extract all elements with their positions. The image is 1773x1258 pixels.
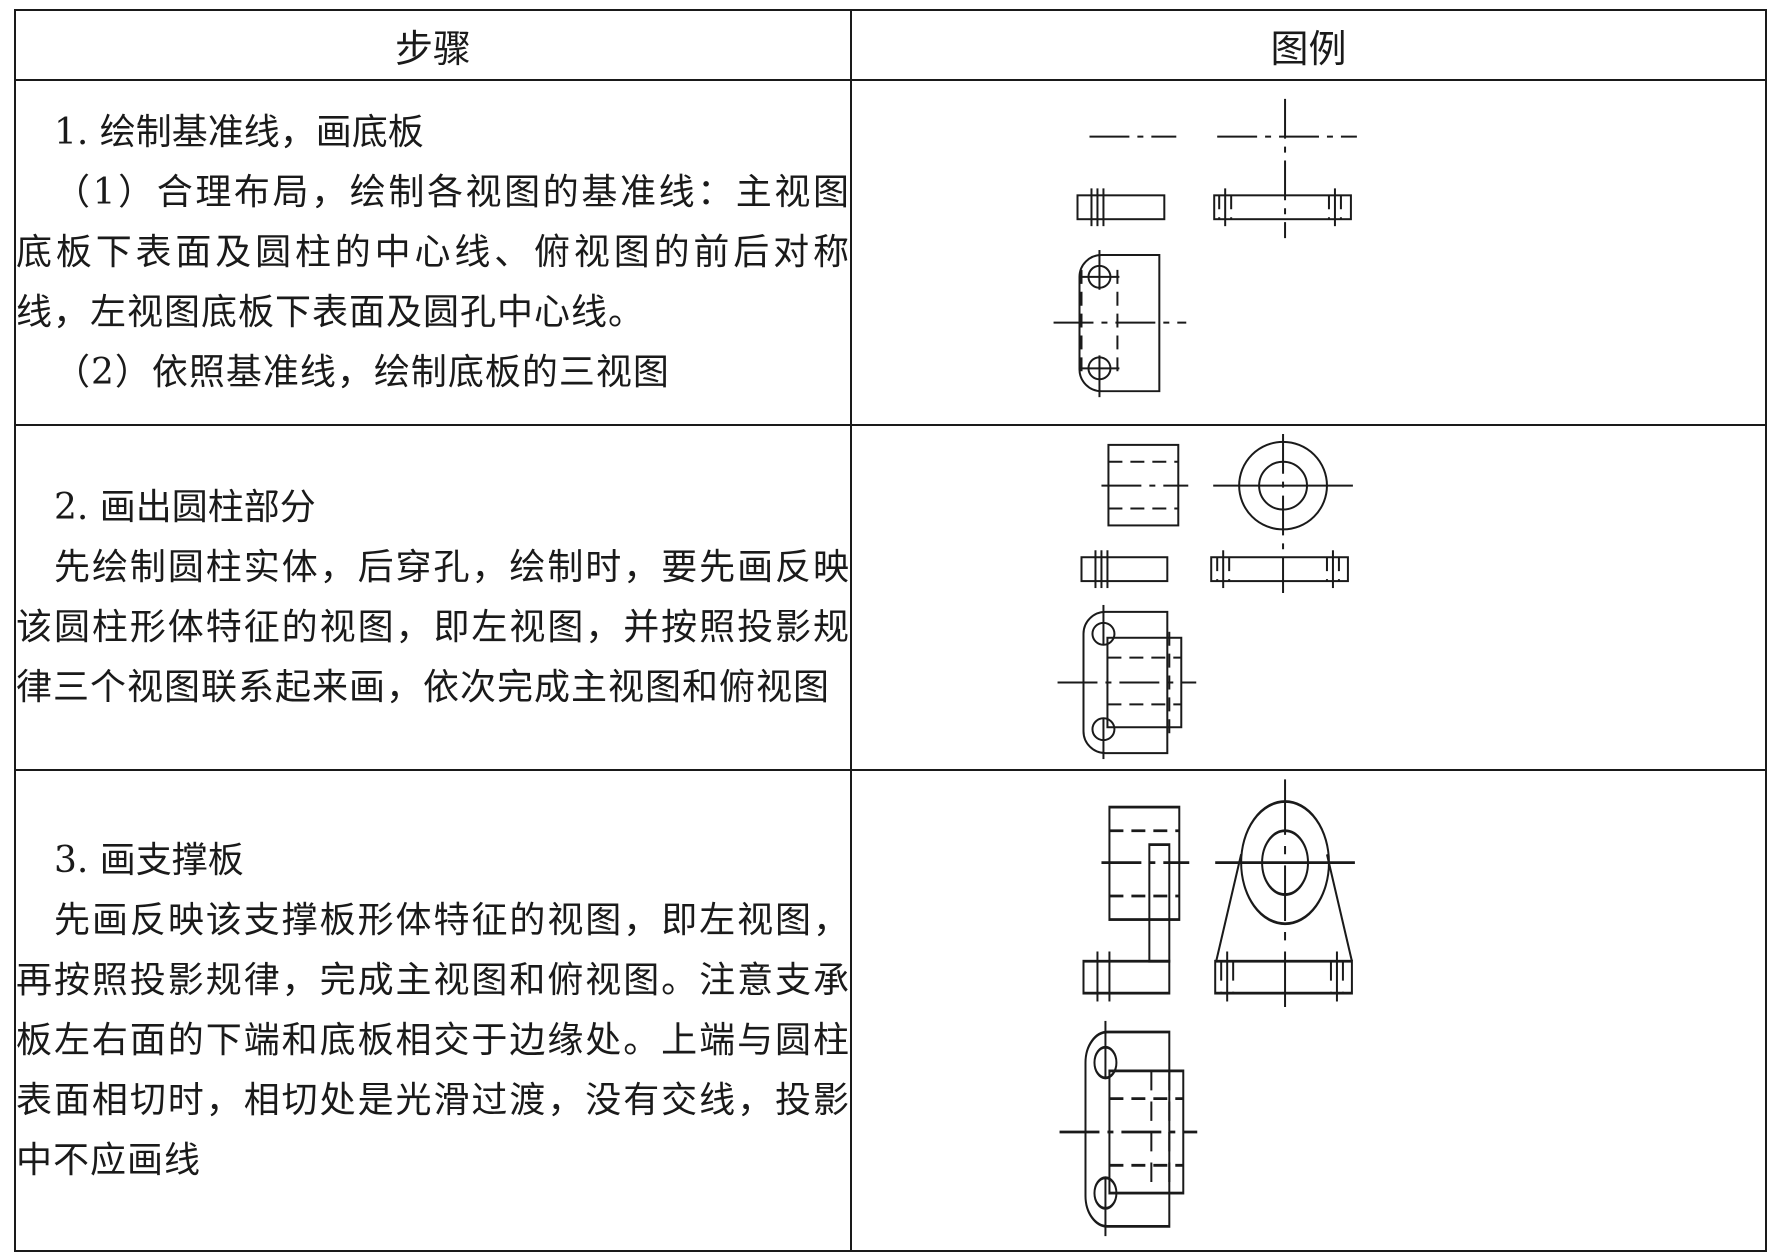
step-2-text: 2. 画出圆柱部分 先绘制圆柱实体，后穿孔，绘制时，要先画反映该圆柱形体特征的视… — [14, 424, 852, 771]
step-1-text: 1. 绘制基准线，画底板 （1）合理布局，绘制各视图的基准线：主视图底板下表面及… — [14, 79, 852, 426]
step-1-para-2: （2）依照基准线，绘制底板的三视图 — [54, 351, 670, 393]
header-figures: 图例 — [850, 9, 1767, 81]
step-row-3: 3. 画支撑板 先画反映该支撑板形体特征的视图，即左视图，再按照投影规律，完成主… — [14, 769, 1767, 1252]
step-3-text: 3. 画支撑板 先画反映该支撑板形体特征的视图，即左视图，再按照投影规律，完成主… — [14, 769, 852, 1252]
step-1-title: 1. 绘制基准线，画底板 — [54, 111, 424, 153]
step-2-figure-cell — [850, 424, 1767, 771]
header-steps: 步骤 — [14, 9, 852, 81]
step-row-2: 2. 画出圆柱部分 先绘制圆柱实体，后穿孔，绘制时，要先画反映该圆柱形体特征的视… — [14, 424, 1767, 771]
step-3-para-1: 先画反映该支撑板形体特征的视图，即左视图，再按照投影规律，完成主视图和俯视图。注… — [16, 899, 850, 1181]
step-2-figure — [1057, 433, 1353, 760]
steps-table: 步骤 图例 1. 绘制基准线，画底板 （1）合理布局，绘制各视图的基准线：主视图… — [14, 9, 1767, 1252]
step-3-figure-cell — [850, 769, 1767, 1252]
step-1-figure-cell — [850, 79, 1767, 426]
header-row: 步骤 图例 — [14, 9, 1767, 81]
step-3-figure — [1059, 779, 1355, 1237]
step-1-para-1: （1）合理布局，绘制各视图的基准线：主视图底板下表面及圆柱的中心线、俯视图的前后… — [16, 171, 850, 333]
step-3-title: 3. 画支撑板 — [54, 839, 244, 881]
step-1-figure — [1053, 98, 1357, 398]
step-2-para-1: 先绘制圆柱实体，后穿孔，绘制时，要先画反映该圆柱形体特征的视图，即左视图，并按照… — [16, 546, 850, 708]
step-row-1: 1. 绘制基准线，画底板 （1）合理布局，绘制各视图的基准线：主视图底板下表面及… — [14, 79, 1767, 426]
step-2-title: 2. 画出圆柱部分 — [54, 486, 316, 528]
